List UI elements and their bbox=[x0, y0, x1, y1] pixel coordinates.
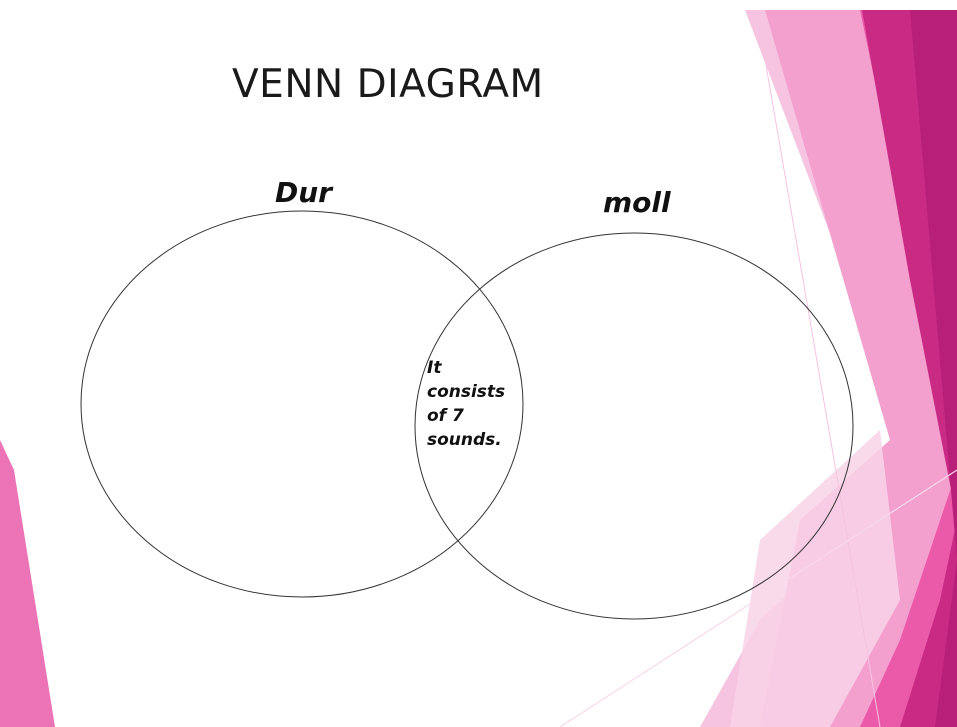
slide-title: VENN DIAGRAM bbox=[232, 62, 572, 107]
left-accent-shape bbox=[0, 440, 55, 727]
intersection-text: It consists of 7 sounds. bbox=[427, 356, 537, 452]
intersection-line: sounds. bbox=[427, 428, 537, 452]
intersection-line: consists bbox=[427, 380, 537, 404]
set-a-label: Dur bbox=[275, 176, 332, 209]
intersection-line: of 7 bbox=[427, 404, 537, 428]
set-b-label: moll bbox=[603, 186, 671, 219]
intersection-line: It bbox=[427, 356, 537, 380]
